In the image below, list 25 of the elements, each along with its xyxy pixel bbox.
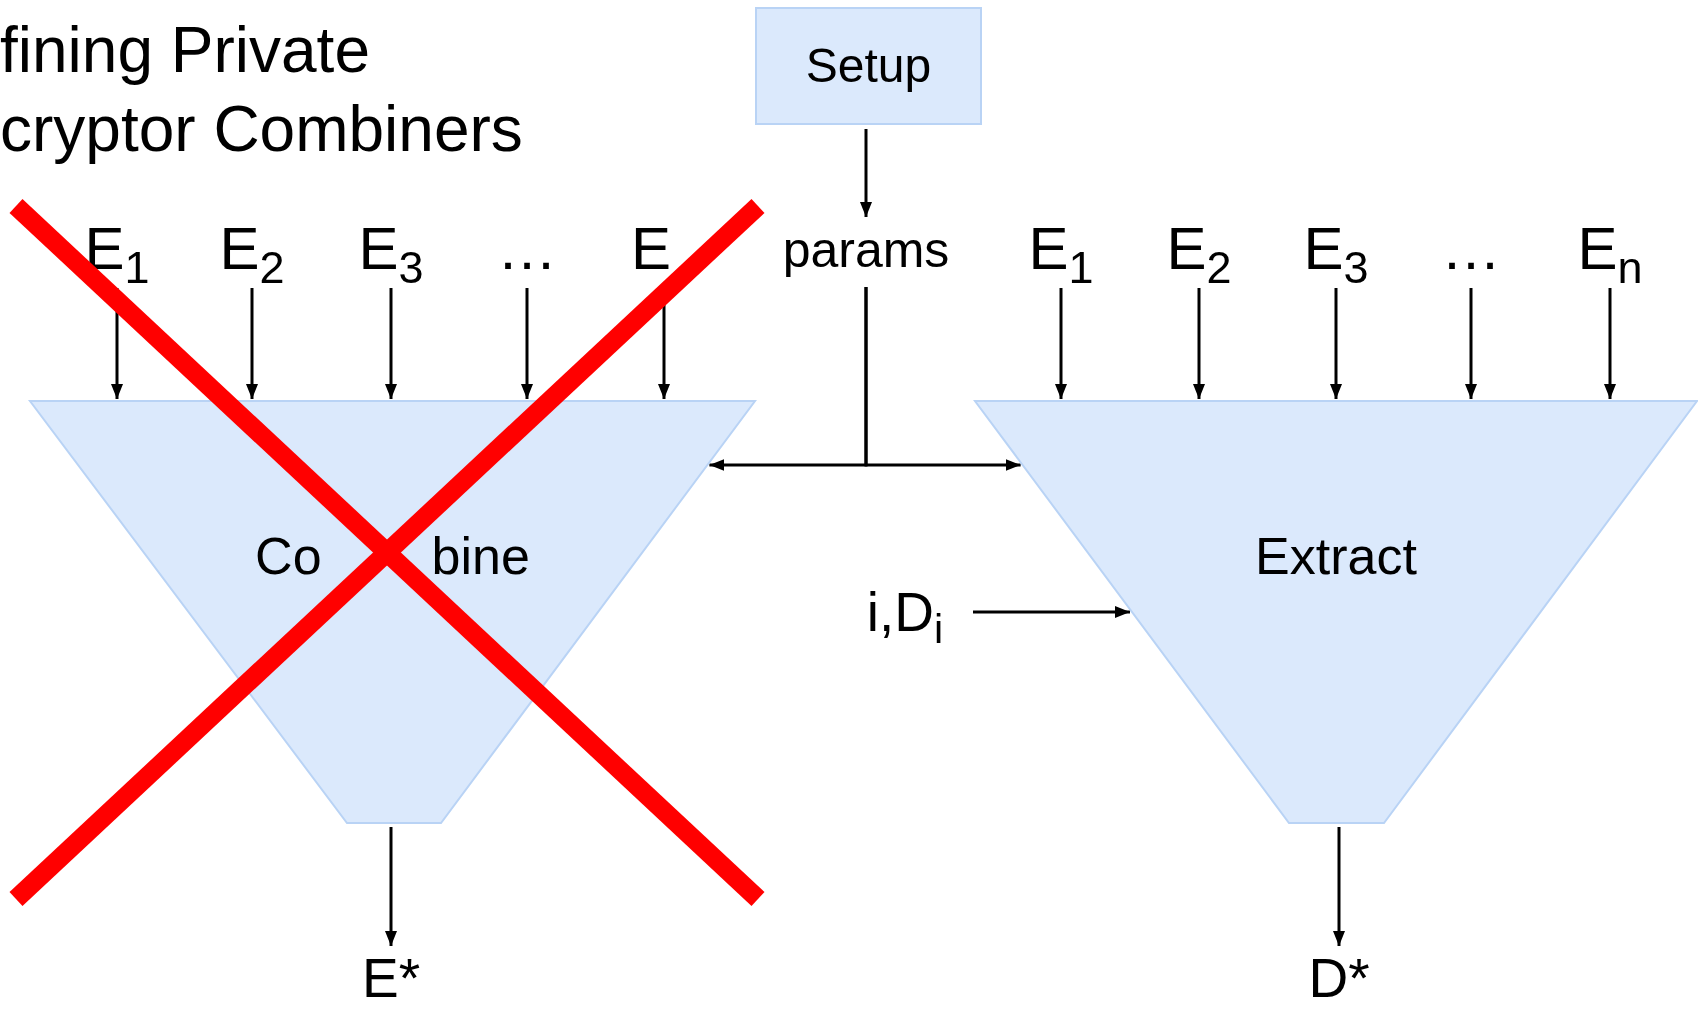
arrow <box>1330 288 1342 399</box>
arrow <box>1193 288 1205 399</box>
node-label: params <box>782 225 950 275</box>
setup-box <box>755 7 982 125</box>
arrow <box>521 288 533 399</box>
arrow <box>860 129 872 217</box>
block-label: Extract <box>1255 530 1417 582</box>
block-label: Setup <box>805 42 932 90</box>
arrow <box>864 287 1021 471</box>
arrow <box>1055 288 1067 399</box>
arrow <box>385 827 397 946</box>
arrow <box>1604 288 1616 399</box>
block-label: bine <box>431 530 530 582</box>
arrow <box>1333 827 1345 946</box>
node-label: E* <box>361 950 421 1006</box>
arrow <box>1465 288 1477 399</box>
arrow <box>385 288 397 399</box>
node-label: … <box>1441 219 1501 279</box>
node-label: … <box>497 219 557 279</box>
node-label: D* <box>1308 950 1370 1006</box>
block-label: Co <box>255 530 322 582</box>
node-label: E <box>631 219 672 279</box>
heading: fining Private cryptor Combiners <box>0 13 524 167</box>
arrow <box>973 606 1130 618</box>
arrow <box>246 288 258 399</box>
